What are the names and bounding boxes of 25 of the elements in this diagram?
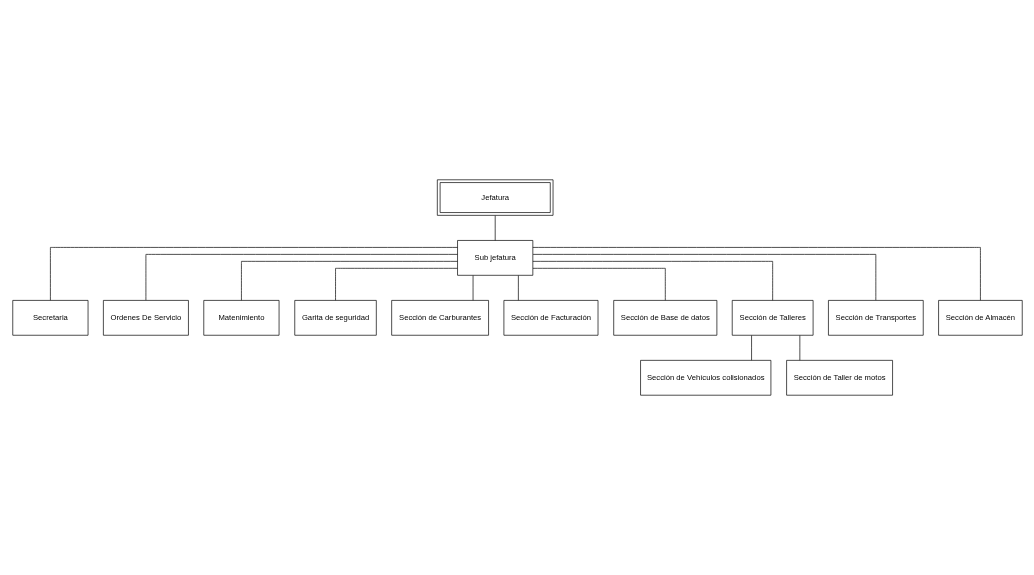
connector bbox=[532, 261, 773, 301]
connector bbox=[240, 261, 458, 301]
connector bbox=[532, 267, 666, 301]
node-box: Ordenes De Servicio bbox=[102, 300, 189, 336]
node-box: Sección de Talleres bbox=[731, 300, 813, 336]
node-box: Sección de Base de datos bbox=[612, 300, 717, 336]
connector bbox=[334, 267, 458, 301]
node-box: Sección de Carburantes bbox=[390, 300, 489, 336]
node-box: Sección de Almacén bbox=[937, 300, 1023, 336]
node-box: Sub jefatura bbox=[456, 240, 533, 276]
node-box: Sección de Vehículos colisionados bbox=[639, 360, 771, 396]
node-box: Sección de Transportes bbox=[827, 300, 924, 336]
node-box: Secretaria bbox=[11, 300, 88, 336]
connector bbox=[750, 335, 752, 361]
connector bbox=[532, 254, 876, 301]
node-box: Matenimiento bbox=[202, 300, 279, 336]
connector bbox=[517, 275, 519, 301]
connector bbox=[472, 275, 473, 301]
node-box: Sección de Taller de motos bbox=[785, 360, 893, 396]
node-box: Sección de Facturación bbox=[503, 300, 598, 336]
connector bbox=[494, 215, 496, 241]
connector bbox=[49, 247, 458, 301]
connector bbox=[532, 247, 981, 301]
connector bbox=[145, 254, 458, 301]
node-box: Garita de seguridad bbox=[293, 300, 377, 336]
